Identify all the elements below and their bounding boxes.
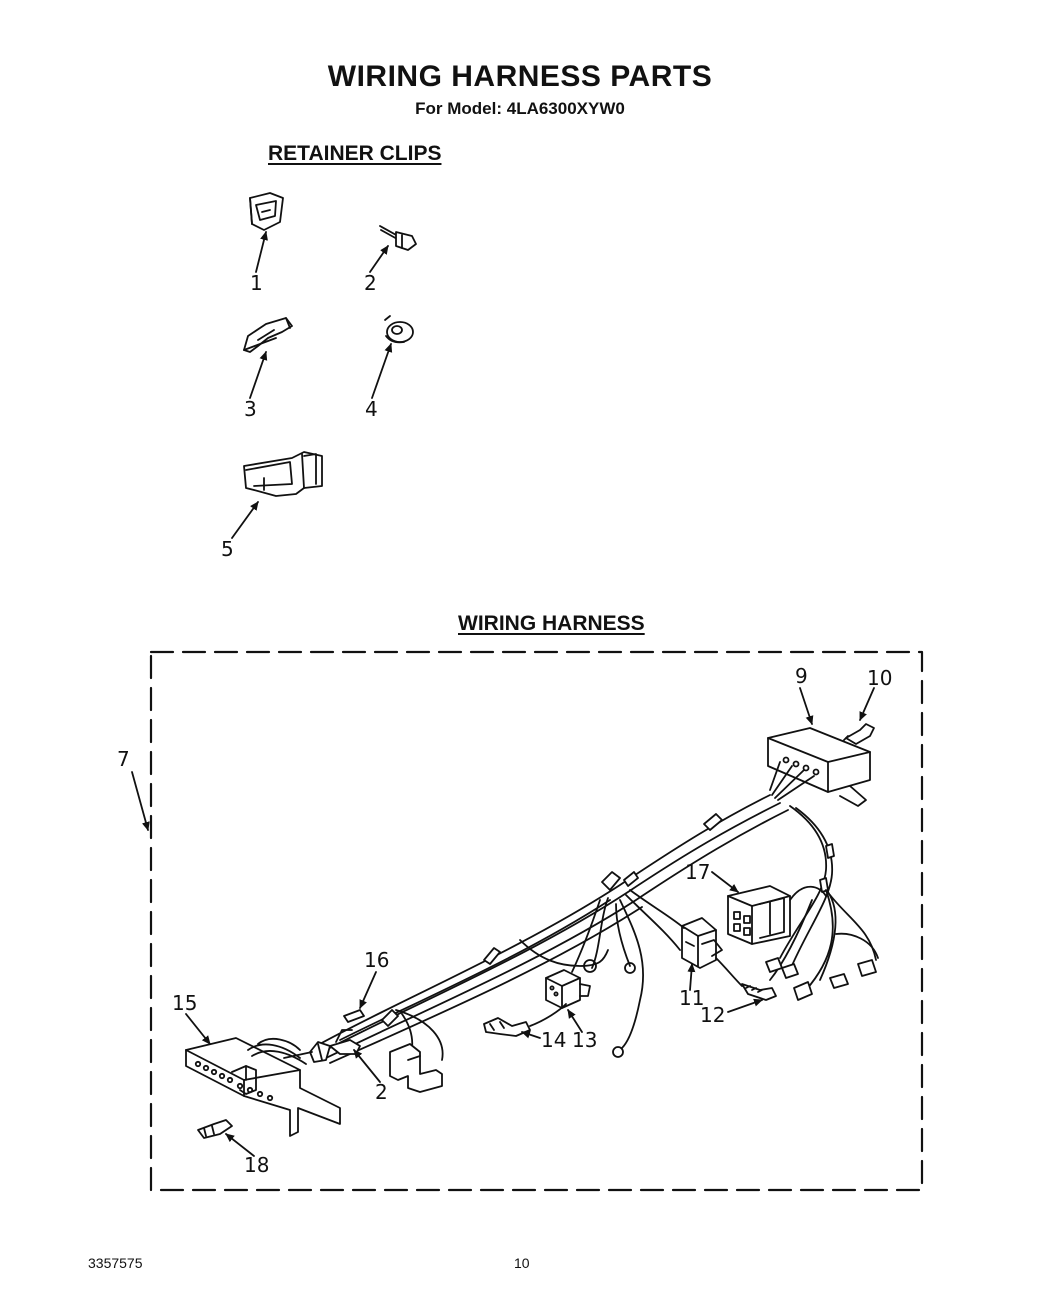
retainer-clip-5 [243,451,323,497]
wire-terminal-12 [715,957,777,1001]
arrow-14 [521,1030,541,1039]
arrow-1 [255,231,268,273]
harness-bundle [317,794,789,1064]
wire-terminal-14 [483,1003,567,1037]
callout-7: 7 [117,747,130,771]
callout-14: 14 [541,1028,567,1052]
arrow-12 [727,998,763,1013]
callout-17: 17 [685,860,711,884]
arrow-17 [711,871,739,893]
callout-2: 2 [364,271,377,295]
connector-block-9 [767,727,871,807]
right-branch-wires [765,805,879,1001]
callout-4: 4 [365,397,378,421]
connector-housing-17 [727,885,827,945]
callout-5: 5 [221,537,234,561]
retainer-clips-heading: RETAINER CLIPS [268,142,442,165]
callout-13: 13 [572,1028,598,1052]
callout-2-harness: 2 [375,1080,388,1104]
page-number: 10 [514,1255,530,1271]
callout-12: 12 [700,1003,726,1027]
arrow-16 [359,971,377,1009]
callout-10: 10 [867,666,893,690]
arrow-2-harness [353,1049,381,1083]
arrow-10 [859,687,875,721]
arrow-5 [231,501,259,539]
callout-16: 16 [364,948,390,972]
model-subtitle: For Model: 4LA6300XYW0 [415,99,625,118]
harness-boundary [149,650,924,1192]
retainer-clip-1 [249,192,284,231]
arrow-7 [131,771,150,831]
push-pin-2-harness [309,1029,361,1063]
terminal-block-15 [185,1037,341,1137]
callout-18: 18 [244,1153,270,1177]
arrow-2 [369,245,389,273]
callout-11: 11 [679,986,705,1010]
retainer-clip-2 [379,225,417,251]
arrow-11 [687,963,696,991]
retainer-clip-3 [243,317,293,353]
connector-11 [625,889,723,969]
document-number: 3357575 [88,1255,143,1271]
u-connector [389,1009,444,1093]
callout-15: 15 [172,991,198,1015]
arrow-4 [371,343,393,399]
connector-13 [545,897,609,1009]
terminal-10 [843,723,875,745]
arrow-9 [799,687,814,725]
callout-9: 9 [795,664,808,688]
arrow-13 [567,1009,583,1033]
ring-terminal-wires [519,899,644,1058]
arrow-18 [225,1133,255,1157]
callout-1: 1 [250,271,263,295]
wiring-harness-heading: WIRING HARNESS [458,612,645,635]
arrow-3 [249,351,268,399]
terminal-18 [197,1119,233,1139]
wire-tie-16 [343,1009,365,1023]
callout-3: 3 [244,397,257,421]
retainer-clip-4 [384,315,414,344]
arrow-15 [185,1013,211,1045]
page-title: WIRING HARNESS PARTS [327,60,713,93]
